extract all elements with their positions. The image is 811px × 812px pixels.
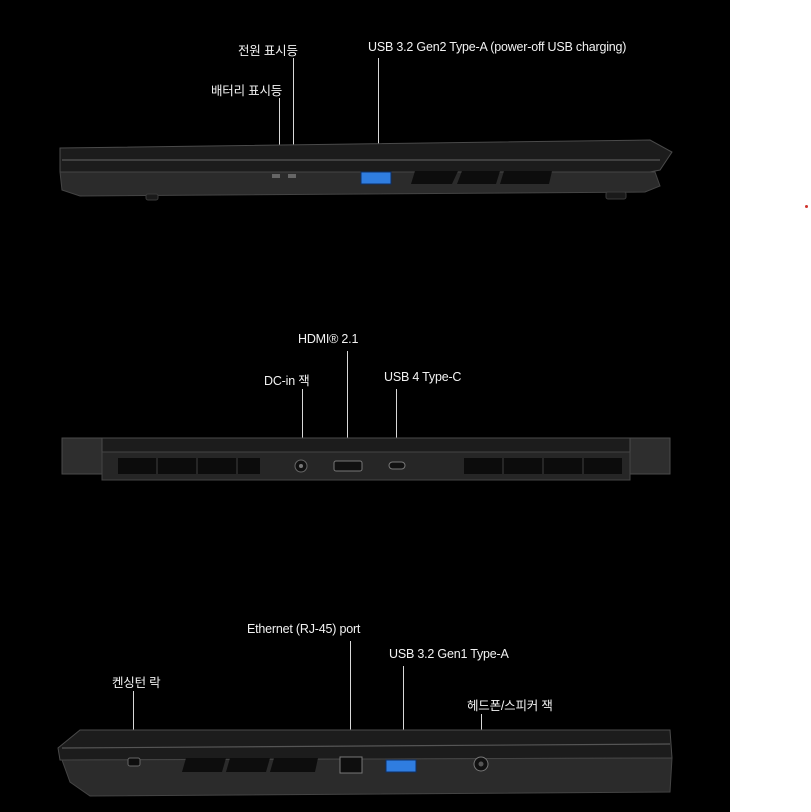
laptop-rear-view — [61, 437, 671, 481]
label-kensington: 켄싱턴 락 — [112, 676, 161, 690]
label-battery-indicator: 배터리 표시등 — [211, 84, 283, 98]
label-hdmi: HDMI® 2.1 — [298, 332, 359, 346]
left-vent-grille — [411, 171, 552, 184]
leader-usb4 — [396, 389, 398, 461]
leader-battery — [279, 98, 281, 163]
ethernet-port — [339, 756, 363, 774]
laptop-right-side-view — [57, 729, 673, 797]
leader-hdmi — [347, 351, 349, 461]
usb-gen2-port — [360, 171, 392, 185]
usb-gen1-port — [385, 759, 417, 773]
label-usb-gen2: USB 3.2 Gen2 Type-A (power-off USB charg… — [368, 40, 627, 54]
product-ports-image: 전원 표시등 USB 3.2 Gen2 Type-A (power-off US… — [0, 0, 730, 812]
label-usb-gen1: USB 3.2 Gen1 Type-A — [389, 647, 509, 661]
leader-usb-gen1 — [403, 666, 405, 757]
laptop-left-side-view — [59, 139, 673, 201]
label-dc-in: DC-in 잭 — [264, 374, 310, 388]
right-vent-grille — [182, 758, 318, 772]
leader-power — [293, 58, 295, 163]
leader-dc-in — [302, 389, 304, 461]
label-ethernet: Ethernet (RJ-45) port — [247, 622, 361, 636]
indicator-leds — [272, 174, 296, 178]
label-usb4: USB 4 Type-C — [384, 370, 462, 384]
usb4-port — [388, 461, 406, 470]
accent-dot — [805, 205, 808, 208]
rear-right-vents — [464, 458, 622, 474]
label-power-indicator: 전원 표시등 — [238, 44, 298, 58]
hdmi-port — [333, 460, 363, 472]
leader-usb-gen2 — [378, 58, 380, 163]
leader-ethernet — [350, 641, 352, 757]
rear-left-vents — [118, 458, 260, 474]
kensington-slot — [127, 757, 141, 767]
leader-kensington — [133, 691, 135, 757]
label-headphone: 헤드폰/스피커 잭 — [467, 699, 553, 713]
